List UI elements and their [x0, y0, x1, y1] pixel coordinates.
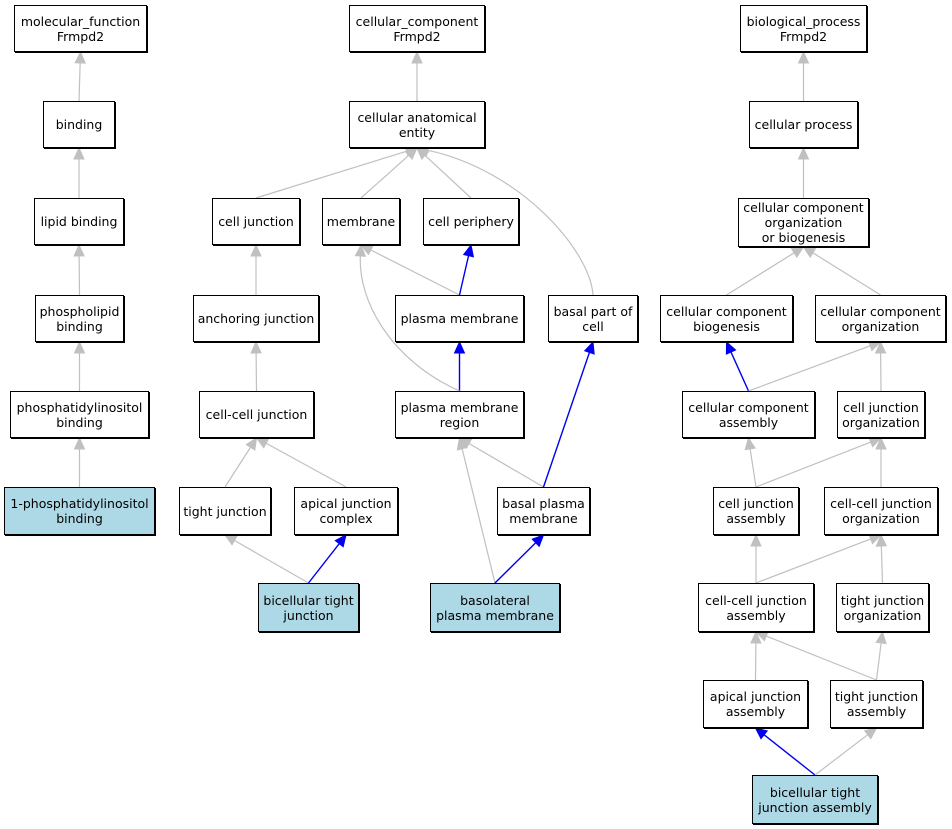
arrowhead-basolateral_pm-to-pm_region: [456, 436, 468, 451]
node-tight-junction[interactable]: tight junction: [179, 487, 271, 535]
node-cell-cell-junction[interactable]: cell-cell junction: [199, 391, 314, 438]
arrowhead-cell_cell_junction-to-anchoring_junction: [250, 340, 262, 354]
node-cellular-component-assembly[interactable]: cellular component assembly: [682, 391, 815, 438]
edge-apical_junction_complex-to-cell_cell_junction: [265, 442, 347, 488]
edge-ccj_assembly-to-ccj_organization: [755, 538, 871, 584]
node-basal-part-of-cell[interactable]: basal part of cell: [548, 295, 638, 342]
edge-binding-to-mf_root: [78, 62, 81, 102]
node-cellular-process[interactable]: cellular process: [749, 101, 858, 148]
node-molecular-function-root[interactable]: molecular_function Frmpd2: [14, 5, 147, 52]
edge-cc_organization-to-cc_org_biogenesis: [812, 252, 881, 296]
node-cellular-component-biogenesis[interactable]: cellular component biogenesis: [660, 295, 793, 342]
node-cell-cell-junction-assembly[interactable]: cell-cell junction assembly: [698, 583, 814, 632]
arrowhead-ccj_assembly-to-cj_assembly: [750, 533, 762, 547]
node-biological-process-root[interactable]: biological_process Frmpd2: [740, 5, 867, 52]
arrowhead-bicellular_tj-to-tight_junction: [223, 534, 238, 546]
arrowhead-anchoring_junction-to-cell_junction: [250, 243, 262, 257]
node-1-phosphatidylinositol-binding[interactable]: 1-phosphatidylinositol binding: [4, 487, 155, 535]
arrowhead-cc_assembly-to-cc_biogenesis: [725, 340, 737, 355]
edge-cell_junction-to-anatomical_entity: [255, 150, 407, 199]
arrowhead-ccj_organization-to-cj_organization: [875, 436, 887, 450]
arrowhead-lipid_binding-to-binding: [73, 146, 85, 160]
arrowhead-ptdins1_binding-to-ptdins_binding: [73, 436, 86, 450]
node-cell-periphery[interactable]: cell periphery: [423, 198, 519, 245]
arrowhead-bicellular_tj_assembly-to-apical_junction_assembly: [754, 727, 769, 740]
arrowhead-binding-to-mf_root: [74, 50, 86, 64]
edge-bicellular_tj_assembly-to-tj_assembly: [814, 734, 869, 776]
node-cell-junction-organization[interactable]: cell junction organization: [837, 391, 925, 438]
node-cellular-component-organization[interactable]: cellular component organization: [815, 295, 946, 342]
arrowhead-cc_organization-to-cc_org_biogenesis: [802, 246, 817, 259]
node-membrane[interactable]: membrane: [322, 198, 400, 245]
edge-cj_assembly-to-cj_organization: [755, 441, 871, 488]
node-apical-junction-assembly[interactable]: apical junction assembly: [703, 680, 808, 728]
edge-plasma_membrane-to-cell_periphery: [458, 255, 470, 296]
edge-pm_region-to-membrane: [359, 255, 460, 392]
edge-tight_junction-to-cell_cell_junction: [224, 446, 252, 488]
arrowhead-tight_junction-to-cell_cell_junction: [245, 436, 258, 451]
arrowhead-cj_organization-to-cc_organization: [874, 340, 887, 354]
node-cellular-anatomical-entity[interactable]: cellular anatomical entity: [349, 101, 485, 148]
node-anchoring-junction[interactable]: anchoring junction: [193, 295, 319, 342]
arrowhead-bicellular_tj_assembly-to-tj_assembly: [863, 727, 878, 740]
edge-plasma_membrane-to-membrane: [370, 249, 460, 296]
node-tight-junction-assembly[interactable]: tight junction assembly: [830, 680, 923, 728]
node-phospholipid-binding[interactable]: phospholipid binding: [35, 295, 124, 342]
node-basal-plasma-membrane[interactable]: basal plasma membrane: [497, 487, 590, 535]
node-plasma-membrane-region[interactable]: plasma membrane region: [395, 391, 524, 438]
arrowhead-tj_organization-to-ccj_organization: [875, 533, 888, 547]
arrowhead-plasma_membrane-to-membrane: [359, 244, 374, 256]
node-lipid-binding[interactable]: lipid binding: [34, 198, 124, 245]
arrowhead-apical_junction_complex-to-cell_cell_junction: [255, 437, 270, 449]
arrowhead-cc_biogenesis-to-cc_org_biogenesis: [790, 246, 805, 259]
node-bicellular-tight-junction[interactable]: bicellular tight junction: [258, 583, 359, 632]
edge-basolateral_pm-to-basal_pm: [494, 542, 537, 584]
edge-cc_assembly-to-cc_organization: [748, 345, 871, 392]
edge-basolateral_pm-to-pm_region: [461, 448, 496, 584]
arrowhead-anatomical_entity-to-cc_root: [411, 50, 423, 64]
arrowhead-cellular_process-to-bp_root: [797, 50, 810, 64]
node-bicellular-tight-junction-assembly[interactable]: bicellular tight junction assembly: [752, 775, 878, 824]
node-tight-junction-organization[interactable]: tight junction organization: [836, 583, 929, 632]
arrowhead-pm_region-to-plasma_membrane: [453, 340, 466, 354]
arrowhead-tj_assembly-to-tj_organization: [875, 630, 887, 645]
edge-basal_pm-to-basal_part_of_cell: [542, 352, 591, 488]
edge-tj_organization-to-ccj_organization: [880, 545, 884, 584]
edge-bicellular_tj-to-apical_junction_complex: [307, 543, 340, 584]
arrowhead-pm_region-to-membrane: [354, 243, 367, 257]
arrowhead-cj_assembly-to-cc_assembly: [744, 436, 756, 451]
arrowhead-cc_org_biogenesis-to-cellular_process: [797, 146, 810, 160]
node-binding[interactable]: binding: [43, 101, 115, 148]
arrowhead-ptdins_binding-to-phospholipid_binding: [73, 340, 86, 354]
node-cell-cell-junction-organization[interactable]: cell-cell junction organization: [824, 487, 938, 535]
node-phosphatidylinositol-binding[interactable]: phosphatidylinositol binding: [10, 391, 149, 438]
edge-cj_assembly-to-cc_assembly: [749, 448, 757, 488]
edge-cc_assembly-to-cc_biogenesis: [730, 351, 750, 392]
node-cellular-component-organization-or-biogenesis[interactable]: cellular component organization or bioge…: [738, 198, 869, 247]
edge-tj_assembly-to-tj_organization: [875, 642, 882, 681]
node-plasma-membrane[interactable]: plasma membrane: [395, 295, 524, 342]
arrowhead-phospholipid_binding-to-lipid_binding: [73, 243, 85, 257]
node-basolateral-plasma-membrane[interactable]: basolateral plasma membrane: [430, 583, 560, 632]
edge-cc_biogenesis-to-cc_org_biogenesis: [726, 252, 795, 296]
arrowhead-membrane-to-anatomical_entity: [404, 147, 418, 161]
edge-membrane-to-anatomical_entity: [360, 154, 410, 199]
arrowhead-basal_pm-to-basal_part_of_cell: [583, 340, 595, 355]
edge-bicellular_tj-to-tight_junction: [234, 539, 309, 584]
edge-basal_part_of_cell-to-anatomical_entity: [427, 149, 594, 296]
node-apical-junction-complex[interactable]: apical junction complex: [294, 487, 398, 535]
node-cell-junction-assembly[interactable]: cell junction assembly: [713, 487, 799, 535]
arrowhead-basolateral_pm-to-basal_pm: [531, 534, 545, 548]
arrowhead-bicellular_tj-to-apical_junction_complex: [334, 534, 347, 548]
node-cellular-component-root[interactable]: cellular_component Frmpd2: [349, 5, 485, 52]
arrowhead-apical_junction_assembly-to-ccj_assembly: [750, 630, 762, 644]
edge-tj_assembly-to-ccj_assembly: [765, 635, 877, 681]
arrowhead-plasma_membrane-to-cell_periphery: [462, 243, 475, 258]
edge-bicellular_tj_assembly-to-apical_junction_assembly: [763, 734, 816, 776]
edge-cell_periphery-to-anatomical_entity: [424, 155, 472, 199]
edge-basal_pm-to-pm_region: [468, 443, 544, 488]
node-cell-junction[interactable]: cell junction: [212, 198, 300, 245]
